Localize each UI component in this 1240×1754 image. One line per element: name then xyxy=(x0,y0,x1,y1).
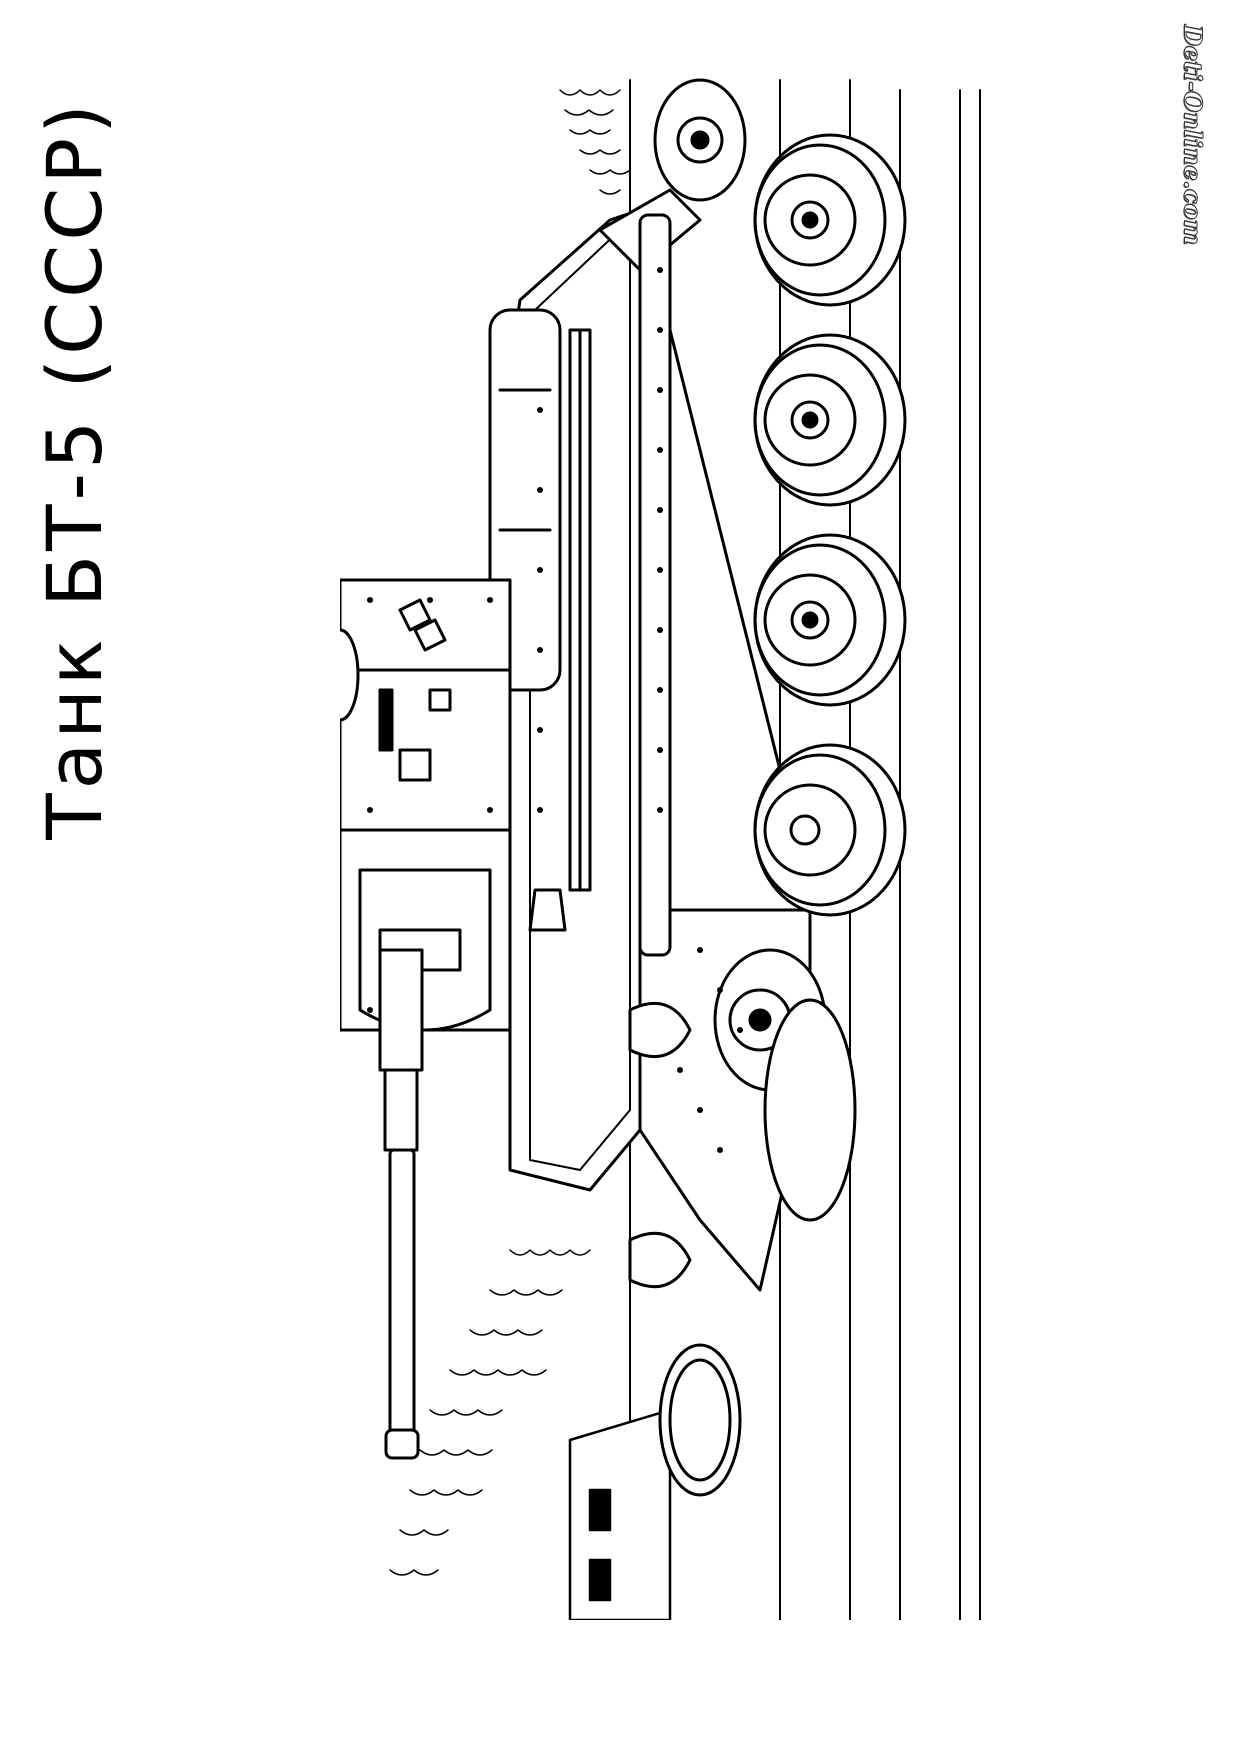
front-wheel-low xyxy=(658,1343,742,1497)
idler-wheel-front xyxy=(713,948,857,1222)
watermark-area: Deti-Online.com xyxy=(1168,20,1218,250)
bush-top xyxy=(559,89,631,195)
track-fender xyxy=(568,213,672,957)
rivets xyxy=(367,267,743,1153)
road-wheel-2 xyxy=(753,333,907,507)
headlights xyxy=(528,888,692,1289)
site-watermark: Deti-Online.com xyxy=(1178,25,1208,246)
title-area: Танк БТ-5 (СССР) xyxy=(20,80,130,860)
house xyxy=(568,1408,672,1620)
tank-turret xyxy=(340,578,512,1032)
road-wheel-1 xyxy=(753,133,907,307)
page-title: Танк БТ-5 (СССР) xyxy=(30,100,119,840)
road-wheels xyxy=(653,78,907,1497)
road-wheel-3 xyxy=(753,533,907,707)
road-wheel-4 xyxy=(753,743,907,917)
bush-bottom xyxy=(389,1249,591,1576)
tank-gun xyxy=(378,948,424,1460)
tank-illustration xyxy=(340,78,981,1620)
drive-sprocket-rear xyxy=(653,78,747,202)
